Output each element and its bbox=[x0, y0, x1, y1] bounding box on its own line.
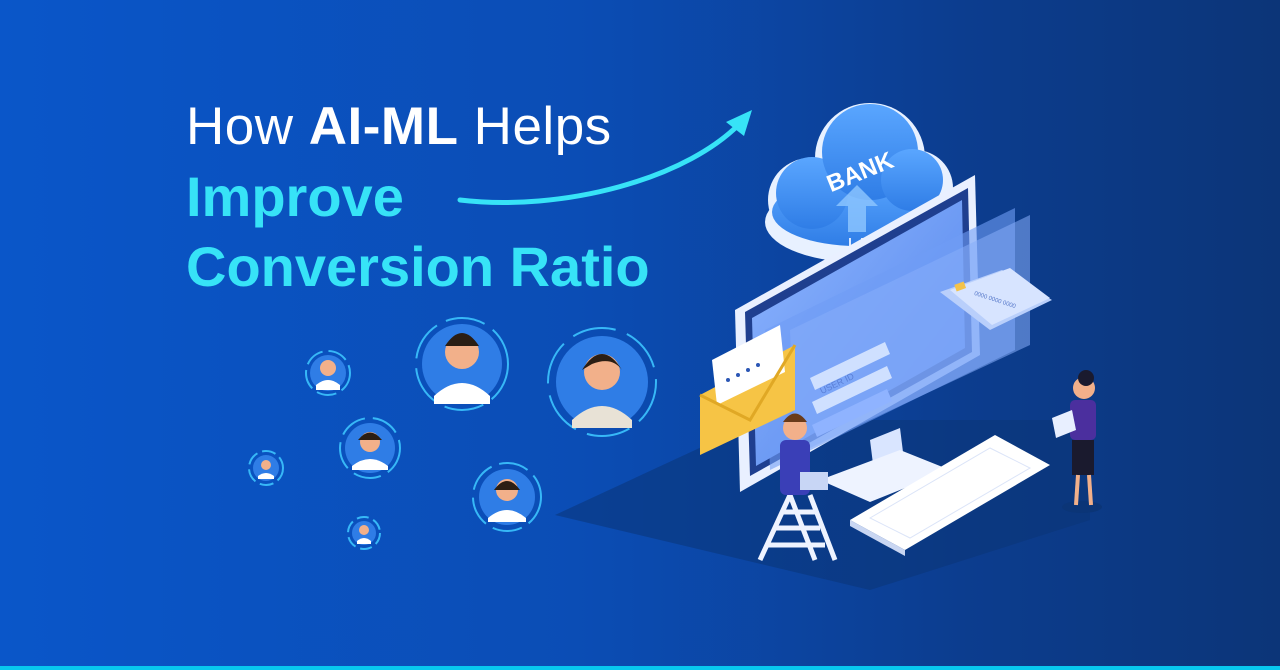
headline-prefix: How bbox=[186, 97, 309, 156]
headline-line-2: Improve bbox=[186, 165, 404, 228]
computer-monitor: USER ID bbox=[735, 175, 1030, 502]
customer-avatar-1 bbox=[305, 350, 351, 396]
customer-avatar-4 bbox=[339, 417, 401, 479]
bank-cloud-icon: BANK bbox=[765, 103, 953, 262]
headline-bold-term: AI-ML bbox=[308, 97, 459, 156]
keyboard-icon bbox=[850, 435, 1050, 556]
customer-avatar-6 bbox=[248, 450, 284, 486]
customer-avatar-2 bbox=[415, 317, 509, 411]
customer-avatar-5 bbox=[472, 462, 542, 532]
arrow-head-icon bbox=[726, 110, 752, 136]
headline-line-3: Conversion Ratio bbox=[186, 235, 650, 298]
customer-avatar-3 bbox=[547, 327, 657, 437]
email-envelope-icon bbox=[699, 325, 797, 455]
credit-card-icon: 0000 0000 0000 bbox=[940, 268, 1052, 330]
customer-avatar-7 bbox=[347, 516, 381, 550]
headline-suffix: Helps bbox=[458, 97, 612, 156]
man-on-ladder-figure bbox=[757, 413, 838, 562]
curved-arrow-icon bbox=[457, 115, 748, 205]
woman-with-tablet-figure bbox=[1052, 370, 1102, 513]
headline: How AI-ML Helps Improve Conversion Ratio bbox=[186, 92, 650, 302]
headline-line-1: How AI-ML Helps bbox=[186, 92, 650, 162]
